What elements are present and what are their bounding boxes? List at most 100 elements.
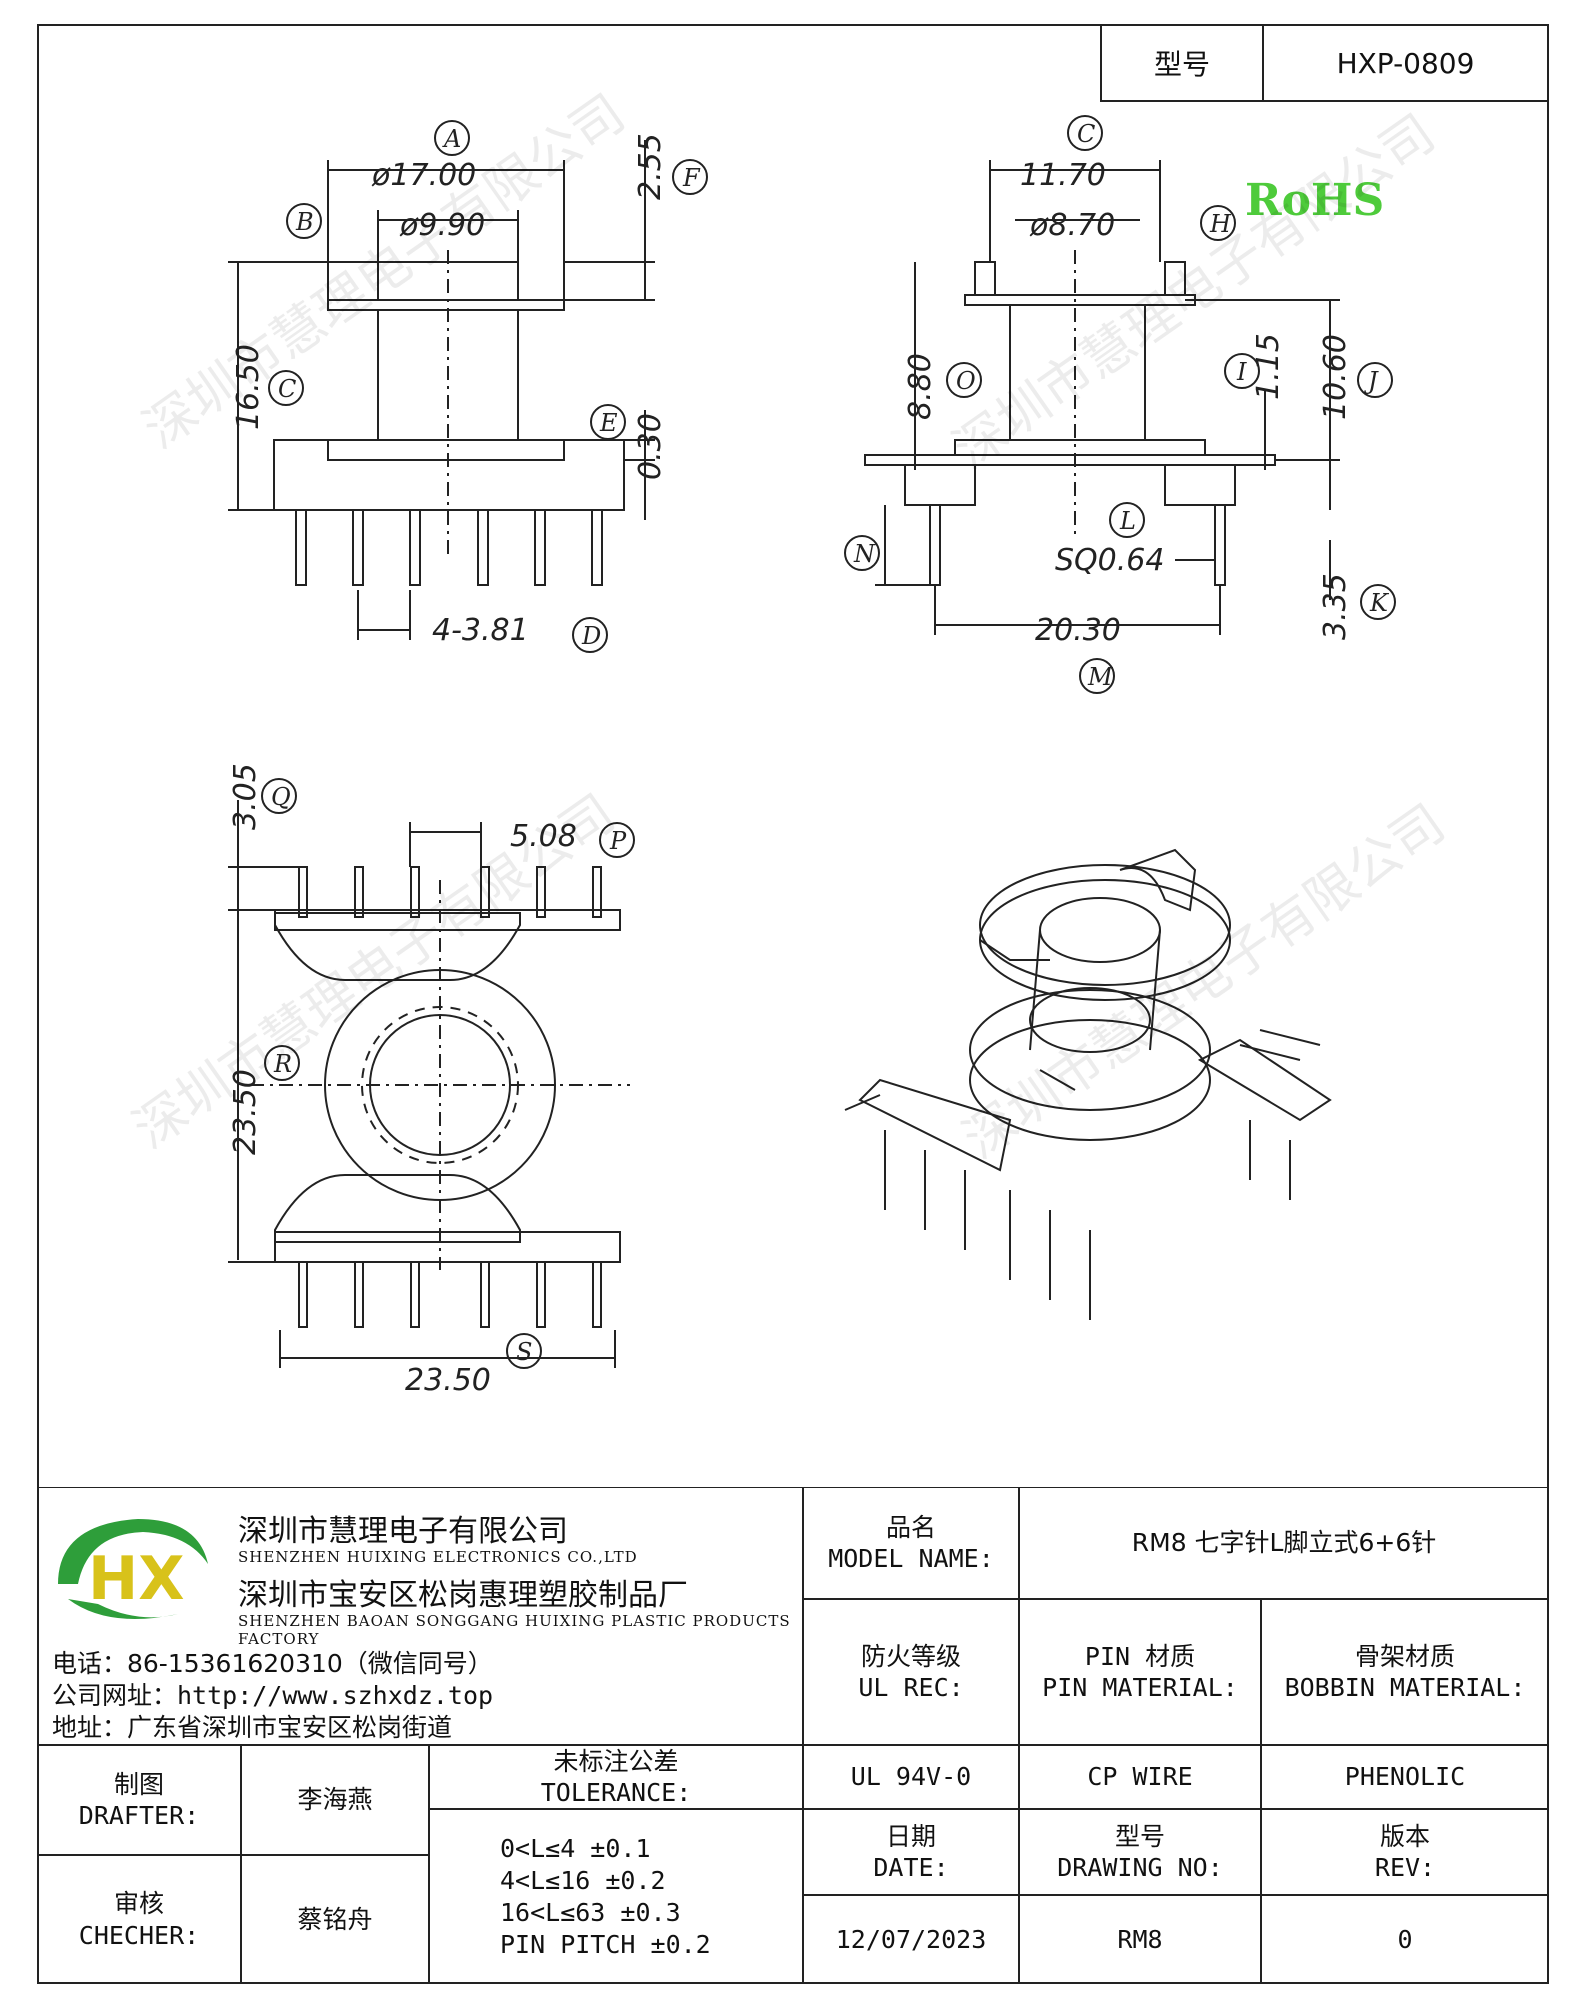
drafter-label: 制图 DRAFTER: <box>37 1745 241 1855</box>
label-p: P <box>609 827 627 855</box>
bobbin-material-en: BOBBIN MATERIAL: <box>1284 1673 1526 1702</box>
company-info: HX 深圳市慧理电子有限公司 SHENZHEN HUIXING ELECTRON… <box>37 1487 803 1745</box>
dim-h: ø8.70 <box>1029 208 1115 243</box>
rev-cn: 版本 <box>1379 1821 1430 1851</box>
label-b: B <box>295 208 314 236</box>
tolerance-en: TOLERANCE: <box>540 1778 692 1807</box>
ul-rec-en: UL REC: <box>858 1673 964 1702</box>
watermark-3: 深圳市慧理电子有限公司 <box>123 783 626 1160</box>
pin-material-en: PIN MATERIAL: <box>1042 1673 1238 1702</box>
drafter-cn: 制图 <box>113 1769 164 1799</box>
dim-j: 10.60 <box>1318 334 1353 420</box>
date-label: 日期 DATE: <box>803 1809 1019 1895</box>
tolerance-label: 未标注公差 TOLERANCE: <box>429 1745 803 1809</box>
label-r: R <box>273 1050 292 1078</box>
dim-a: ø17.00 <box>371 158 476 193</box>
factory-cn: 深圳市宝安区松岗惠理塑胶制品厂 <box>238 1578 688 1613</box>
ul-value: UL 94V-0 <box>803 1745 1019 1809</box>
checker-name: 蔡铭舟 <box>241 1855 429 1984</box>
pin-material-cn: PIN 材质 <box>1084 1641 1196 1671</box>
model-value: HXP-0809 <box>1336 46 1475 80</box>
dim-e: 0.30 <box>633 413 668 480</box>
front-view <box>228 140 655 640</box>
model-header: 型号 HXP-0809 <box>1100 24 1549 102</box>
ul-rec-cn: 防火等级 <box>860 1641 961 1671</box>
checker-cn: 审核 <box>113 1889 164 1919</box>
factory-en: SHENZHEN BAOAN SONGGANG HUIXING PLASTIC … <box>238 1612 791 1648</box>
ul-rec-label: 防火等级 UL REC: <box>803 1599 1019 1745</box>
dim-r: 23.50 <box>228 1069 263 1155</box>
tolerance-table: 0<L≤4 ±0.1 4<L≤16 ±0.2 16<L≤63 ±0.3 PIN … <box>429 1809 803 1984</box>
dim-l: SQ0.64 <box>1055 543 1164 578</box>
label-q: Q <box>271 783 291 811</box>
dim-s: 23.50 <box>405 1363 491 1398</box>
label-i: I <box>1236 358 1247 386</box>
rev-label: 版本 REV: <box>1261 1809 1549 1895</box>
label-s: S <box>516 1338 532 1366</box>
label-n: N <box>853 540 876 568</box>
drawing-no-en: DRAWING NO: <box>1057 1853 1223 1882</box>
rev-en: REV: <box>1374 1853 1436 1882</box>
logo-text: HX <box>88 1544 184 1614</box>
tolerance-row: PIN PITCH ±0.2 <box>500 1929 711 1959</box>
side-view <box>864 160 1340 635</box>
model-name-label: 品名 MODEL NAME: <box>803 1487 1019 1599</box>
tolerance-row: 16<L≤63 ±0.3 <box>500 1897 681 1927</box>
pin-material-label: PIN 材质 PIN MATERIAL: <box>1019 1599 1261 1745</box>
label-o: O <box>956 367 976 395</box>
label-d: D <box>581 622 601 650</box>
tolerance-cn: 未标注公差 <box>553 1746 679 1776</box>
company-en: SHENZHEN HUIXING ELECTRONICS CO.,LTD <box>238 1548 638 1566</box>
company-logo: HX <box>58 1519 208 1619</box>
dim-q: 3.05 <box>228 763 263 830</box>
watermark-2: 深圳市慧理电子有限公司 <box>943 103 1446 480</box>
label-l: L <box>1119 507 1136 535</box>
dim-d: 4-3.81 <box>432 613 529 648</box>
drawing-no-cn: 型号 <box>1114 1821 1165 1851</box>
date-en: DATE: <box>873 1853 949 1882</box>
dim-k: 3.35 <box>1318 573 1353 640</box>
top-pins-upper <box>298 866 602 918</box>
tolerance-row: 4<L≤16 ±0.2 <box>500 1865 666 1895</box>
bobbin-material-value: PHENOLIC <box>1261 1745 1549 1809</box>
drafter-en: DRAFTER: <box>78 1801 200 1830</box>
dim-c: 16.50 <box>231 344 266 430</box>
dim-p: 5.08 <box>510 819 577 854</box>
company-address: 地址：广东省深圳市宝安区松岗街道 <box>52 1713 453 1742</box>
rohs-mark: RoHS <box>1245 175 1384 226</box>
label-e: E <box>599 409 618 437</box>
label-h: H <box>1209 210 1232 238</box>
bobbin-material-cn: 骨架材质 <box>1354 1641 1455 1671</box>
technical-drawing: ø17.00 ø9.90 2.55 16.50 0.30 4-3.81 11.7… <box>123 83 1456 1398</box>
checker-label: 审核 CHECHER: <box>37 1855 241 1984</box>
drawing-no-label: 型号 DRAWING NO: <box>1019 1809 1261 1895</box>
tolerance-row: 0<L≤4 ±0.1 <box>500 1833 651 1863</box>
front-pins <box>295 509 603 586</box>
model-label: 型号 <box>1102 26 1264 100</box>
top-pins-lower <box>298 1261 602 1328</box>
drawing-no-value: RM8 <box>1019 1895 1261 1984</box>
model-name-en: MODEL NAME: <box>828 1544 994 1573</box>
top-view <box>228 800 630 1368</box>
watermark-4: 深圳市慧理电子有限公司 <box>953 793 1456 1170</box>
label-g: C <box>1077 120 1095 148</box>
company-phone: 电话：86-15361620310（微信同号） <box>52 1649 493 1678</box>
dim-b: ø9.90 <box>399 208 485 243</box>
drafter-name: 李海燕 <box>241 1745 429 1855</box>
date-cn: 日期 <box>885 1821 936 1851</box>
company-website: 公司网址：http://www.szhxdz.top <box>52 1681 494 1710</box>
label-f: F <box>682 164 701 192</box>
bobbin-material-label: 骨架材质 BOBBIN MATERIAL: <box>1261 1599 1549 1745</box>
pin-material-value: CP WIRE <box>1019 1745 1261 1809</box>
watermark-1: 深圳市慧理电子有限公司 <box>133 83 636 460</box>
title-block: HX 深圳市慧理电子有限公司 SHENZHEN HUIXING ELECTRON… <box>37 1487 1549 1984</box>
dim-m: 20.30 <box>1035 613 1121 648</box>
dim-g: 11.70 <box>1020 158 1106 193</box>
label-j: J <box>1363 367 1379 395</box>
model-name-cn: 品名 <box>885 1512 936 1542</box>
checker-en: CHECHER: <box>78 1920 200 1950</box>
rev-value: 0 <box>1261 1895 1549 1984</box>
label-c: C <box>278 375 296 403</box>
model-name-value: RM8 七字针L脚立式6+6针 <box>1019 1487 1549 1599</box>
date-value: 12/07/2023 <box>803 1895 1019 1984</box>
